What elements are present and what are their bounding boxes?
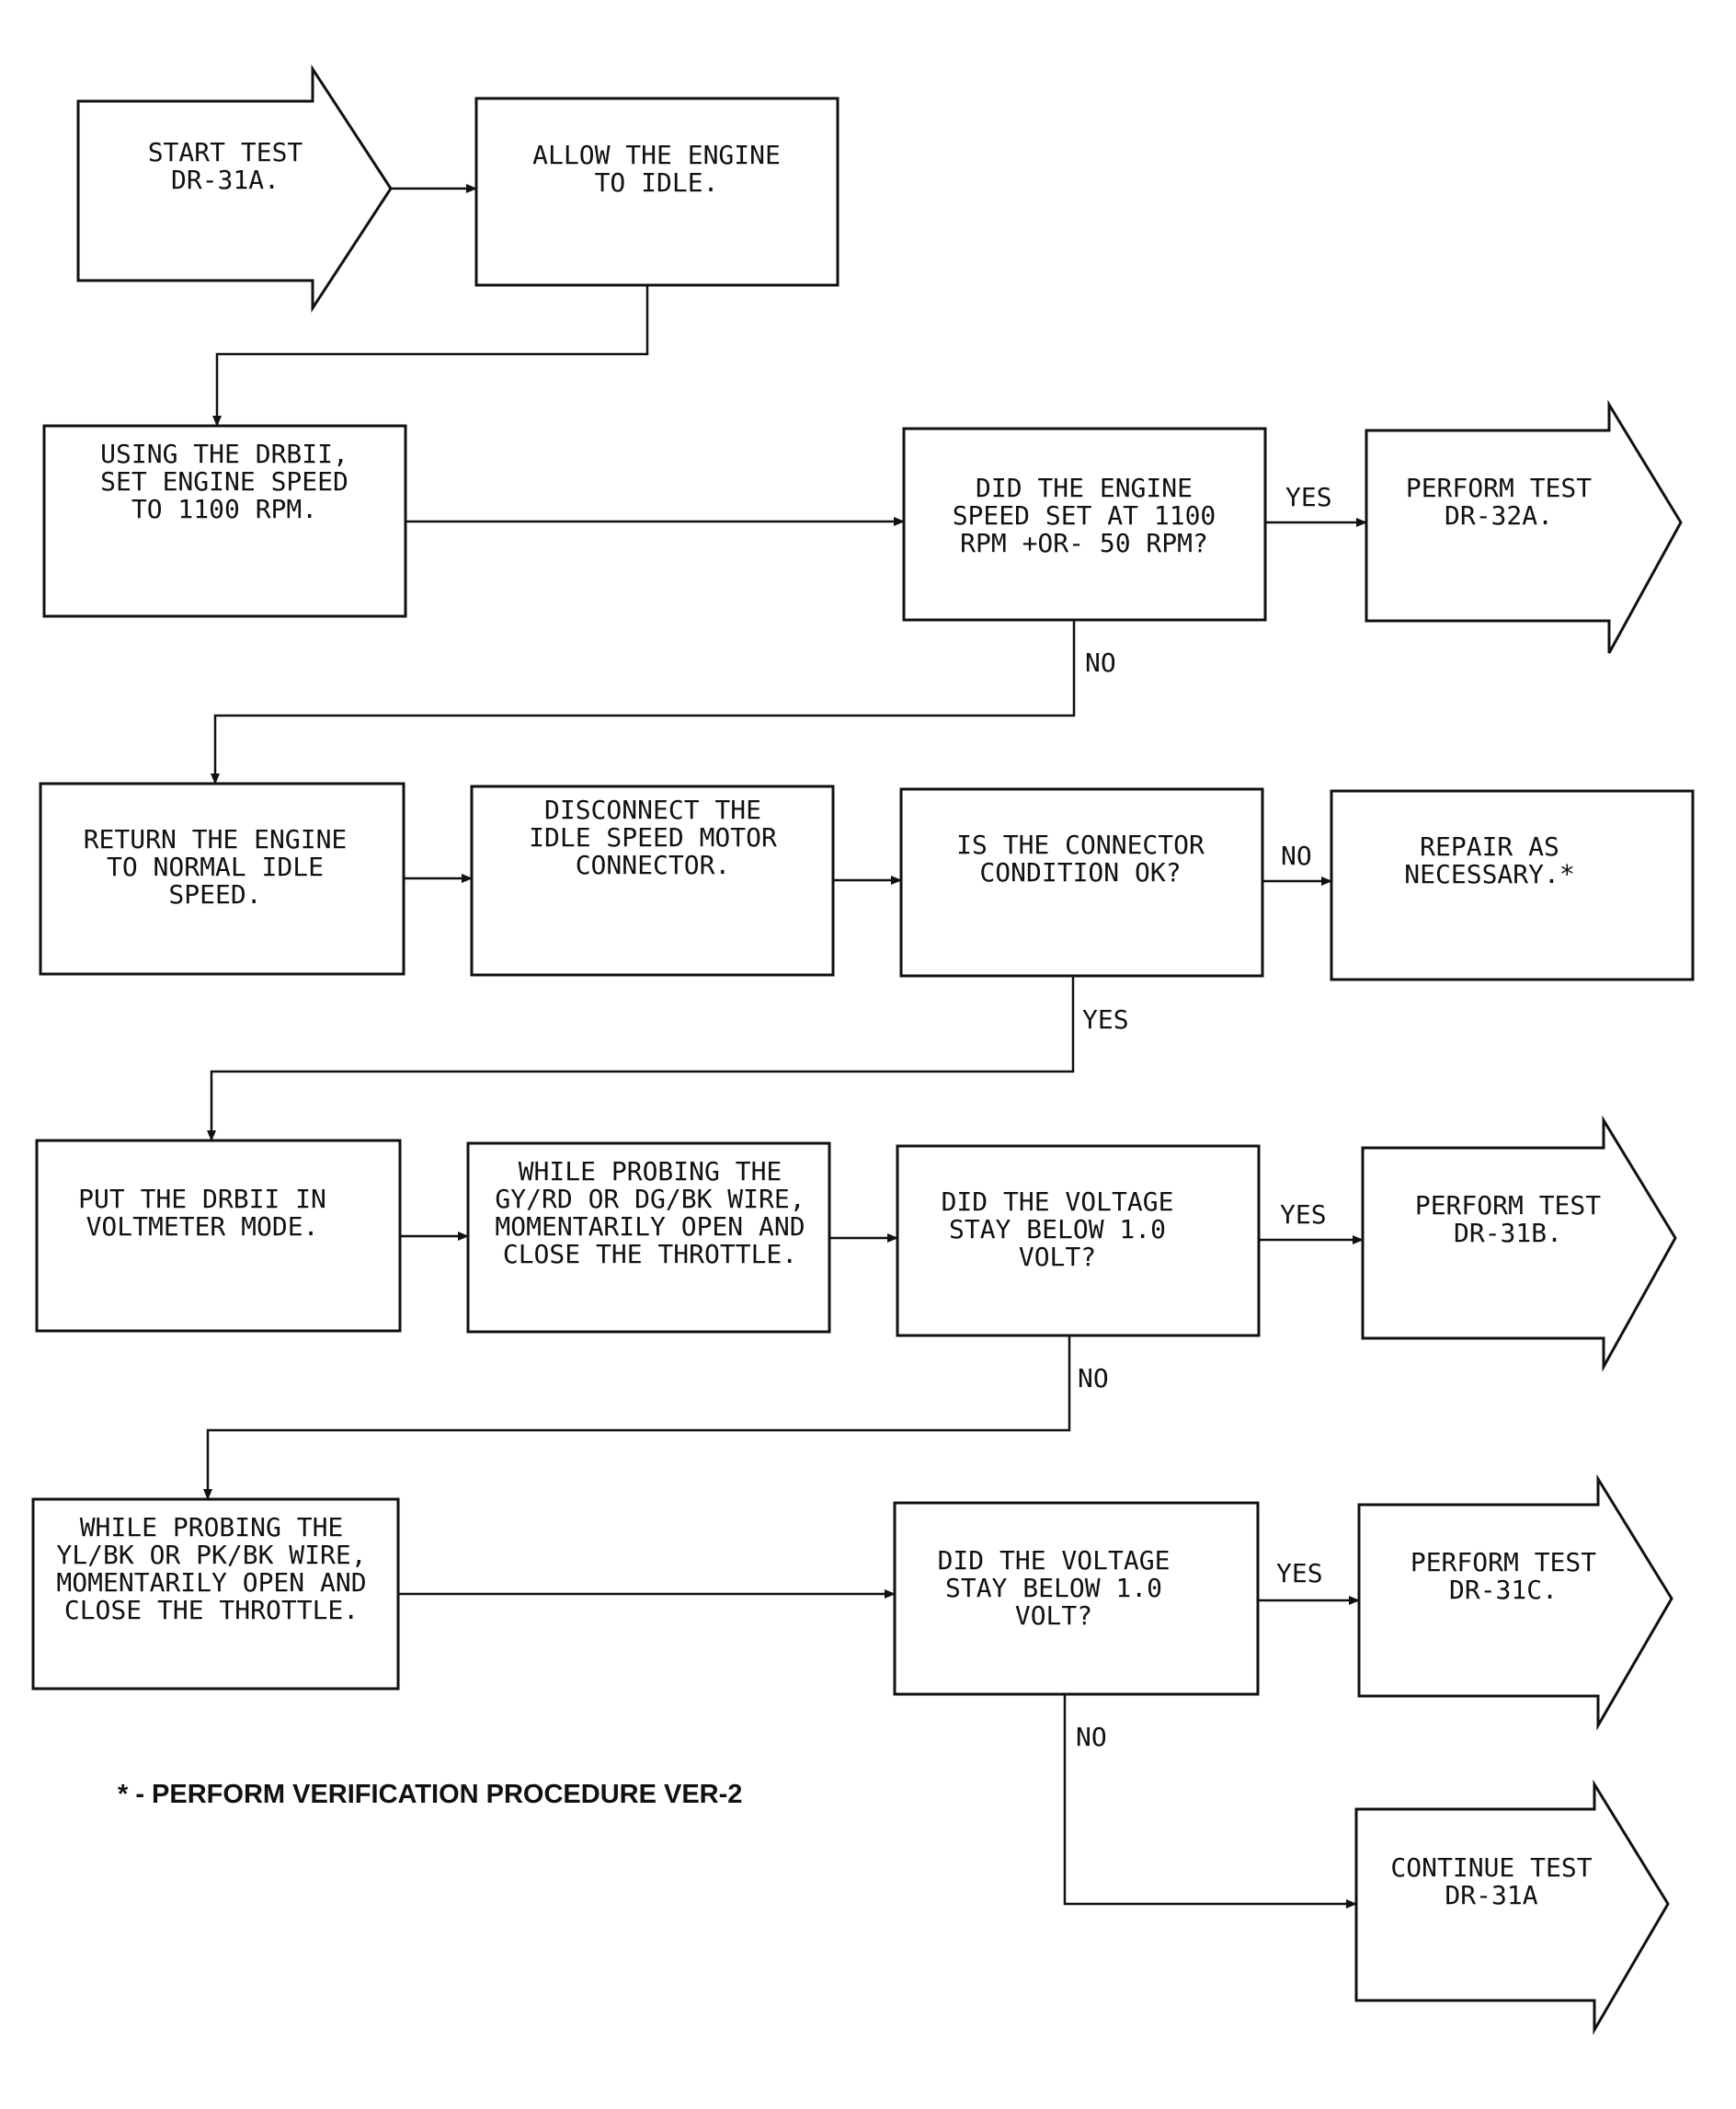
- continue-line: DR-31A: [1445, 1880, 1537, 1910]
- perf32a-line: DR-32A.: [1445, 500, 1553, 531]
- q_volt1-line: STAY BELOW 1.0: [949, 1214, 1166, 1244]
- voltmeter-line: PUT THE DRBII IN: [78, 1184, 326, 1214]
- disconnect-line: IDLE SPEED MOTOR: [529, 822, 777, 853]
- return_idle-line: RETURN THE ENGINE: [84, 824, 348, 854]
- probe2-line: YL/BK OR PK/BK WIRE,: [56, 1540, 366, 1570]
- footnote: * - PERFORM VERIFICATION PROCEDURE VER-2: [118, 1780, 742, 1809]
- repair-line: REPAIR AS: [1420, 831, 1559, 862]
- continue-line: CONTINUE TEST: [1390, 1852, 1592, 1883]
- return_idle-line: TO NORMAL IDLE: [107, 852, 324, 882]
- setspeed-line: SET ENGINE SPEED: [100, 466, 348, 497]
- q_volt1-line: VOLT?: [1019, 1242, 1096, 1272]
- q_connector-line: IS THE CONNECTOR: [956, 830, 1205, 860]
- q_volt2-line: VOLT?: [1015, 1600, 1092, 1631]
- probe1-line: WHILE PROBING THE: [519, 1156, 782, 1186]
- perf31c-line: PERFORM TEST: [1410, 1547, 1596, 1577]
- perf31c-line: DR-31C.: [1449, 1575, 1558, 1605]
- label-volt1-no: NO: [1078, 1363, 1109, 1393]
- q_connector-line: CONDITION OK?: [979, 857, 1181, 888]
- label-connector-no: NO: [1281, 841, 1312, 871]
- probe2-line: WHILE PROBING THE: [80, 1512, 344, 1542]
- repair-line: NECESSARY.*: [1404, 859, 1574, 889]
- perf31b-line: DR-31B.: [1454, 1218, 1562, 1248]
- return_idle-line: SPEED.: [168, 879, 261, 910]
- setspeed-line: TO 1100 RPM.: [131, 494, 317, 524]
- label-speed-yes: YES: [1285, 482, 1332, 512]
- start-line: DR-31A.: [171, 165, 280, 195]
- label-speed-no: NO: [1085, 648, 1116, 678]
- q_volt2-line: STAY BELOW 1.0: [945, 1573, 1162, 1603]
- probe2-line: MOMENTARILY OPEN AND: [56, 1567, 366, 1598]
- label-volt2-yes: YES: [1276, 1558, 1323, 1588]
- perf31b-line: PERFORM TEST: [1415, 1190, 1601, 1221]
- voltmeter-line: VOLTMETER MODE.: [86, 1211, 319, 1242]
- probe1-line: GY/RD OR DG/BK WIRE,: [495, 1184, 805, 1214]
- disconnect-line: DISCONNECT THE: [544, 795, 761, 825]
- probe1-line: CLOSE THE THROTTLE.: [503, 1239, 797, 1269]
- label-volt1-yes: YES: [1280, 1199, 1327, 1230]
- label-volt2-no: NO: [1076, 1722, 1107, 1752]
- idle-line: TO IDLE.: [595, 167, 719, 198]
- disconnect-line: CONNECTOR.: [576, 850, 731, 880]
- start-line: START TEST: [148, 137, 303, 167]
- q_volt1-line: DID THE VOLTAGE: [942, 1186, 1174, 1217]
- perf32a-line: PERFORM TEST: [1406, 473, 1592, 503]
- probe1-line: MOMENTARILY OPEN AND: [495, 1211, 805, 1242]
- probe2-line: CLOSE THE THROTTLE.: [64, 1595, 359, 1625]
- q_speed-line: RPM +OR- 50 RPM?: [960, 528, 1208, 558]
- q_speed-line: DID THE ENGINE: [976, 473, 1193, 503]
- idle-line: ALLOW THE ENGINE: [532, 140, 781, 170]
- q_volt2-line: DID THE VOLTAGE: [938, 1545, 1171, 1576]
- label-connector-yes: YES: [1082, 1004, 1129, 1035]
- q_speed-line: SPEED SET AT 1100: [953, 500, 1216, 531]
- connectors: [203, 184, 1367, 1908]
- setspeed-line: USING THE DRBII,: [100, 439, 348, 469]
